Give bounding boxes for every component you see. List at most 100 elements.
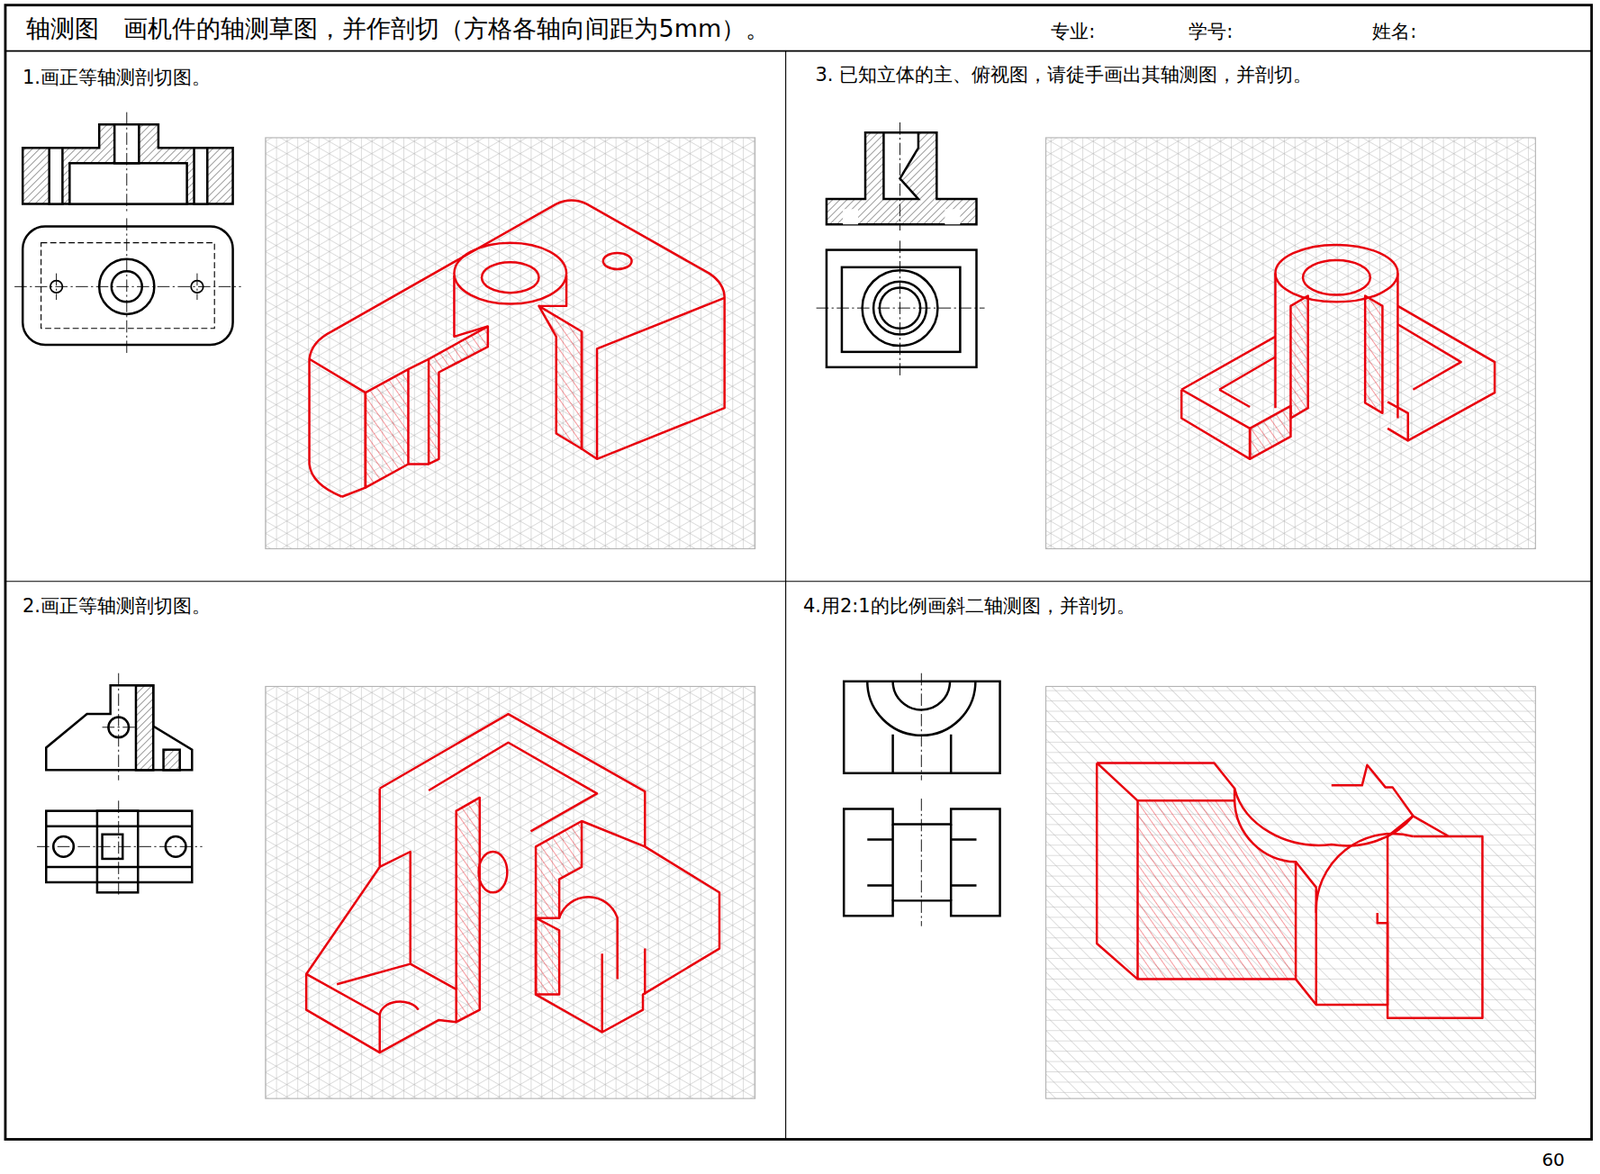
drawing-path bbox=[1331, 765, 1414, 817]
drawing-path bbox=[538, 306, 582, 450]
drawing-path bbox=[816, 240, 986, 376]
exercise-heading: 4.用2:1的比例画斜二轴测图，并剖切。 bbox=[803, 595, 1136, 618]
drawing-rect bbox=[826, 250, 977, 368]
drawing-path bbox=[14, 217, 242, 353]
drawing-path bbox=[306, 788, 457, 1053]
drawing-path bbox=[1387, 306, 1495, 442]
drawing-rect bbox=[265, 686, 756, 1099]
isometric-grid bbox=[1046, 137, 1537, 550]
isometric-grid bbox=[265, 137, 756, 550]
drawing-path bbox=[1137, 800, 1296, 979]
drawing-path bbox=[899, 122, 901, 231]
drawing-rect bbox=[1046, 686, 1537, 1099]
drawing-path bbox=[1249, 406, 1291, 460]
drawing-path bbox=[1316, 833, 1414, 913]
drawing-path bbox=[921, 673, 923, 781]
drawing-path bbox=[883, 132, 919, 199]
sheet-frame bbox=[5, 5, 1592, 1140]
drawing-path bbox=[45, 685, 192, 770]
drawing-path bbox=[453, 275, 567, 337]
drawing-path bbox=[559, 896, 618, 979]
page-number: 60 bbox=[1541, 1148, 1564, 1171]
drawing-ellipse bbox=[1274, 244, 1398, 302]
drawing-path bbox=[1096, 762, 1235, 979]
drawing-rect bbox=[265, 137, 756, 550]
drawing-rect bbox=[41, 243, 216, 329]
drawing-rect bbox=[69, 162, 187, 204]
drawing-path bbox=[843, 808, 1000, 916]
isometric-grid bbox=[265, 686, 756, 1099]
exercise-panel: 1.画正等轴测剖切图。 bbox=[6, 52, 787, 582]
drawing-line bbox=[5, 50, 1592, 53]
exercise-panel: 4.用2:1的比例画斜二轴测图，并剖切。 bbox=[786, 582, 1591, 1139]
drawing-path bbox=[36, 800, 203, 898]
drawing-path bbox=[1316, 912, 1388, 1005]
drawing-path bbox=[826, 132, 977, 225]
drawing-path bbox=[1387, 428, 1409, 442]
drawing-path bbox=[1181, 336, 1275, 460]
top-view bbox=[36, 800, 203, 898]
top-view bbox=[14, 217, 242, 353]
drawing-path bbox=[379, 714, 646, 847]
front-view bbox=[22, 112, 233, 215]
drawing-rect bbox=[843, 681, 1000, 774]
exercise-heading: 1.画正等轴测剖切图。 bbox=[22, 66, 211, 90]
exercise-panel: 3. 已知立体的主、俯视图，请徒手画出其轴测图，并剖切。 bbox=[786, 52, 1591, 582]
drawing-path bbox=[1295, 861, 1317, 1005]
drawing-rect bbox=[1046, 137, 1537, 550]
oblique-grid bbox=[1046, 686, 1537, 1099]
front-view bbox=[843, 673, 1000, 781]
drawing-path bbox=[365, 369, 409, 488]
sheet-title: 轴测图 画机件的轴测草图，并作剖切（方格各轴向间距为5mm）。 bbox=[26, 14, 770, 44]
drawing-rect bbox=[49, 147, 64, 204]
drawing-path bbox=[309, 200, 725, 498]
drawing-rect bbox=[135, 685, 154, 770]
drawing-rect bbox=[163, 750, 181, 771]
front-view bbox=[826, 122, 977, 231]
drawing-path bbox=[126, 112, 127, 215]
drawing-path bbox=[535, 918, 560, 995]
field-label: 学号: bbox=[1188, 20, 1233, 44]
top-view bbox=[816, 240, 986, 376]
exercise-heading: 2.画正等轴测剖切图。 bbox=[22, 595, 211, 618]
drawing-path bbox=[407, 298, 724, 465]
drawing-ellipse bbox=[479, 851, 508, 893]
front-view bbox=[45, 673, 192, 781]
drawing-rect bbox=[5, 5, 1592, 1140]
drawing-rect bbox=[265, 686, 756, 1099]
drawing-rect bbox=[97, 811, 138, 894]
isometric-section-view bbox=[1181, 244, 1495, 460]
field-label: 专业: bbox=[1050, 20, 1095, 44]
drawing-path bbox=[535, 821, 582, 919]
drawing-path bbox=[1234, 788, 1413, 847]
drawing-path bbox=[581, 821, 645, 1033]
drawing-rect bbox=[265, 686, 756, 1099]
drawing-path bbox=[1274, 273, 1398, 419]
drawing-ellipse bbox=[1302, 260, 1371, 296]
drawing-path bbox=[1219, 357, 1275, 408]
drawing-rect bbox=[1046, 686, 1537, 1099]
drawing-path bbox=[428, 326, 489, 465]
drawing-path bbox=[309, 359, 366, 498]
exercise-panel: 2.画正等轴测剖切图。 bbox=[6, 582, 787, 1139]
drawing-path bbox=[306, 974, 419, 1053]
top-view bbox=[843, 798, 1000, 927]
drawing-line bbox=[5, 580, 1592, 582]
drawing-rect bbox=[841, 267, 960, 353]
field-label: 姓名: bbox=[1372, 20, 1417, 44]
drawing-rect bbox=[22, 226, 233, 345]
drawing-path bbox=[456, 797, 480, 1022]
oblique-section-view bbox=[1096, 762, 1483, 1018]
drawing-path bbox=[428, 742, 597, 832]
drawing-rect bbox=[1046, 137, 1537, 550]
drawing-rect bbox=[1046, 137, 1537, 550]
drawing-rect bbox=[842, 208, 859, 225]
isometric-section-view bbox=[309, 200, 725, 498]
drawing-rect bbox=[265, 137, 756, 550]
drawing-path bbox=[1290, 296, 1308, 419]
drawing-path bbox=[921, 798, 923, 927]
exercise-heading: 3. 已知立体的主、俯视图，请徒手画出其轴测图，并剖切。 bbox=[814, 63, 1312, 87]
drawing-ellipse bbox=[603, 253, 633, 270]
